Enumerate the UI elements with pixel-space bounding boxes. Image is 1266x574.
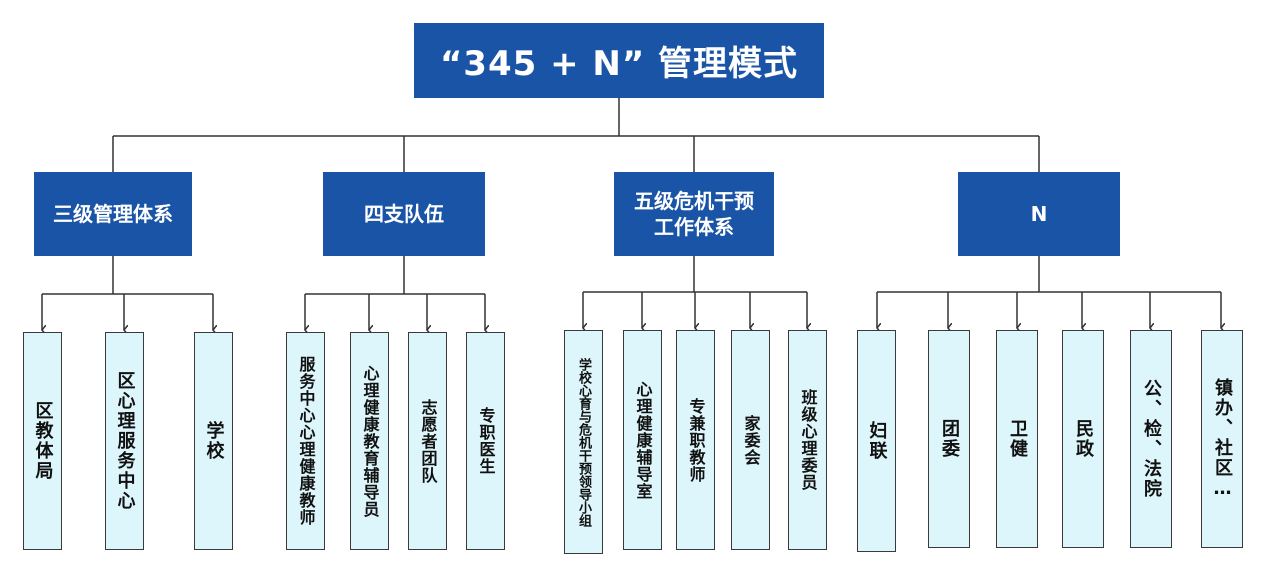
leaf-label: 镇办、社区… [1212, 377, 1233, 501]
branch-four-teams: 四支队伍 [323, 172, 485, 256]
leaf-district-education-bureau: 区教体局 [23, 332, 62, 550]
leaf-label: 区教体局 [32, 401, 54, 481]
leaf-label: 团委 [939, 419, 960, 459]
leaf-fulltime-parttime-teachers: 专兼职教师 [676, 330, 715, 550]
leaf-label: 公、检、法院 [1141, 379, 1162, 499]
branch-n: N [958, 172, 1120, 256]
leaf-youth-league: 团委 [928, 330, 970, 548]
leaf-town-office-community: 镇办、社区… [1201, 330, 1243, 548]
root-label: “345 + N” 管理模式 [439, 44, 799, 84]
leaf-label: 专兼职教师 [686, 397, 706, 483]
branch-label: 三级管理体系 [53, 202, 173, 226]
branch-label: 五级危机干预工作体系 [634, 189, 754, 239]
leaf-school: 学校 [194, 332, 233, 550]
leaf-district-psych-service-center: 区心理服务中心 [105, 332, 144, 550]
leaf-civil-affairs: 民政 [1062, 330, 1104, 548]
leaf-label: 民政 [1073, 419, 1094, 459]
leaf-label: 心理健康教育辅导员 [360, 364, 380, 518]
leaf-class-psych-committee: 班级心理委员 [788, 330, 827, 550]
leaf-counseling-room: 心理健康辅导室 [623, 330, 662, 550]
root-node: “345 + N” 管理模式 [414, 23, 824, 98]
branch-five-level-crisis-intervention: 五级危机干预工作体系 [614, 172, 774, 256]
leaf-parent-committee: 家委会 [731, 330, 770, 550]
leaf-label: 服务中心心理健康教师 [296, 356, 316, 526]
leaf-label: 家委会 [741, 414, 761, 466]
leaf-school-crisis-leadership-group: 学校心育与危机干预领导小组 [564, 330, 603, 554]
leaf-health-commission: 卫健 [996, 330, 1038, 548]
leaf-center-mental-health-teacher: 服务中心心理健康教师 [286, 332, 325, 550]
leaf-label: 妇联 [866, 421, 888, 461]
branch-label: 四支队伍 [364, 202, 444, 226]
leaf-volunteer-team: 志愿者团队 [408, 332, 447, 550]
leaf-label: 心理健康辅导室 [633, 380, 653, 500]
leaf-label: 志愿者团队 [418, 398, 438, 484]
leaf-label: 学校 [203, 421, 225, 461]
leaf-womens-federation: 妇联 [857, 330, 896, 552]
leaf-mental-health-counselor: 心理健康教育辅导员 [350, 332, 389, 550]
leaf-label: 班级心理委员 [798, 389, 818, 491]
leaf-label: 卫健 [1007, 419, 1028, 459]
leaf-label: 区心理服务中心 [114, 371, 136, 511]
leaf-label: 学校心育与危机干预领导小组 [576, 357, 591, 527]
leaf-fulltime-doctor: 专职医生 [466, 332, 505, 550]
branch-label: N [1030, 202, 1048, 226]
branch-three-level-management: 三级管理体系 [34, 172, 192, 256]
leaf-label: 专职医生 [476, 407, 496, 475]
leaf-police-procuratorate-court: 公、检、法院 [1130, 330, 1172, 548]
